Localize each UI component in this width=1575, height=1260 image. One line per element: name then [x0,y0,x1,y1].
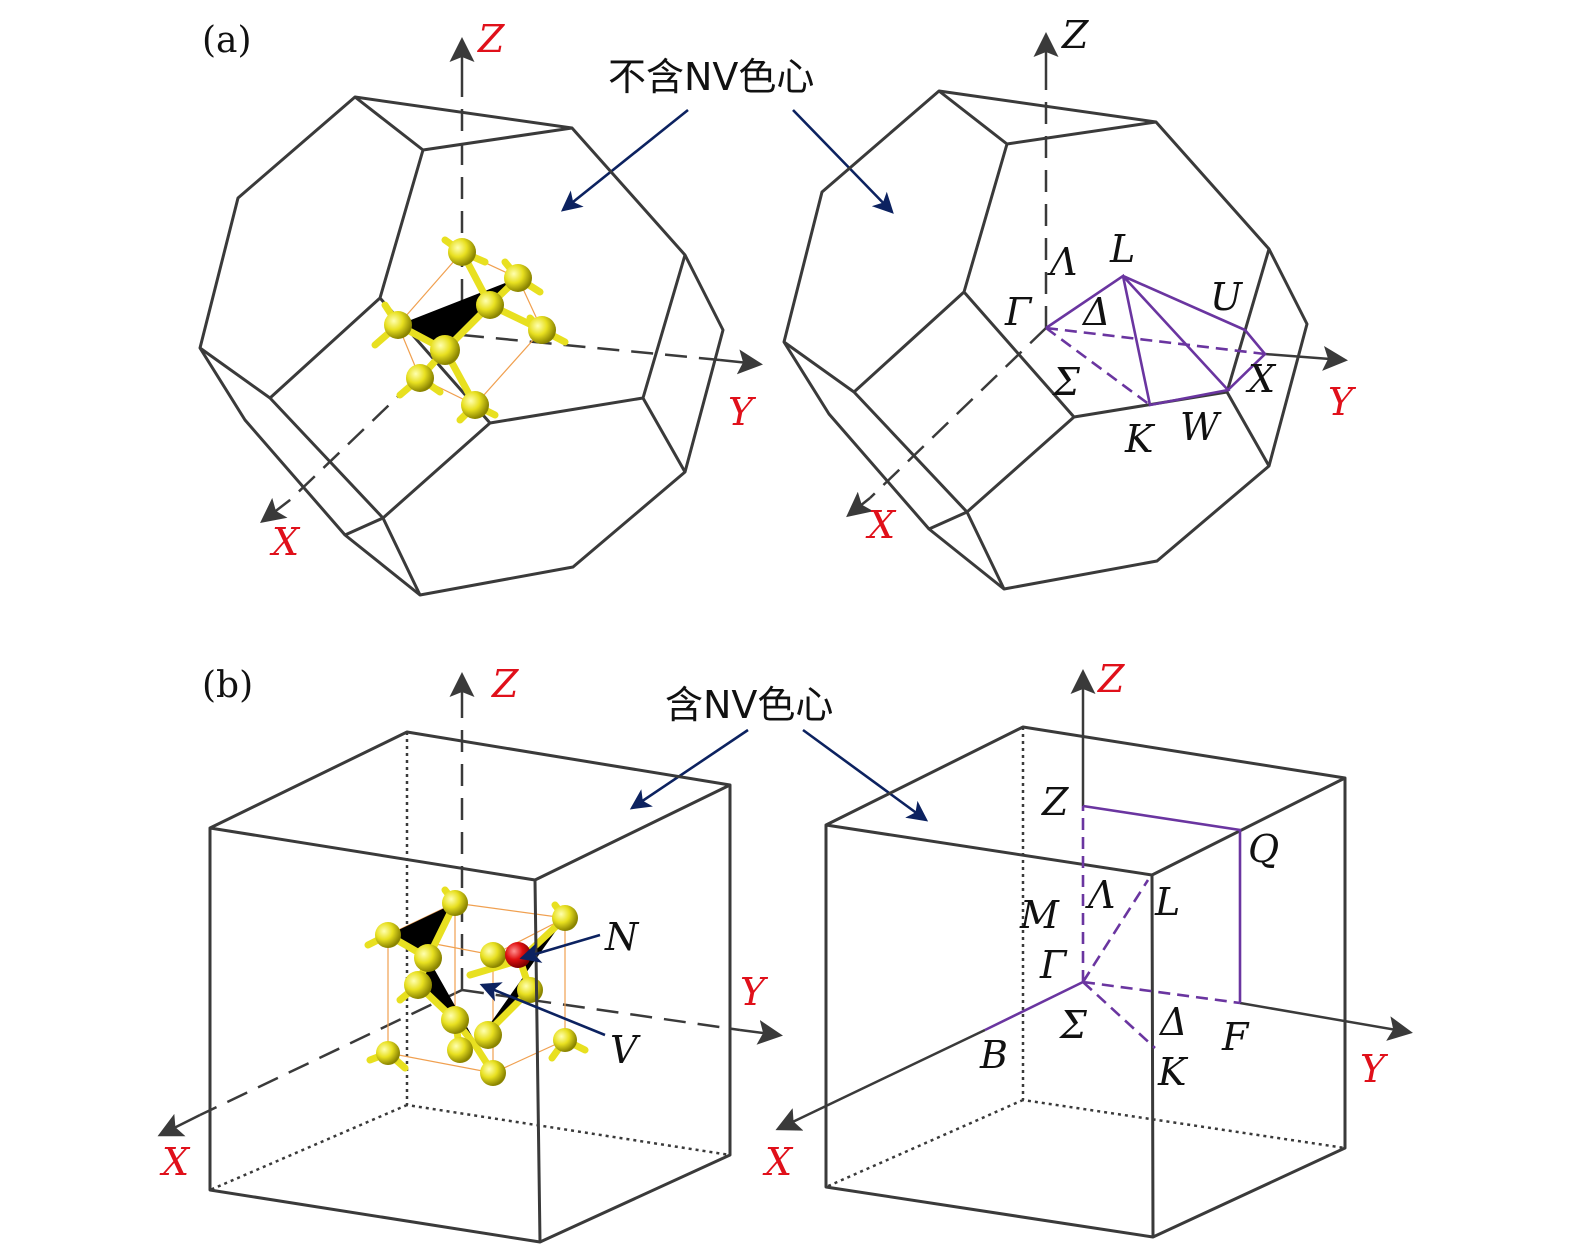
callout-arrow-left [629,728,749,810]
defect-V-label: V [610,1028,641,1072]
point-Q: Q [1248,827,1279,871]
panel-label-b: (b) [202,665,253,706]
axis-x-label: X [269,520,301,564]
supercell-bz-right: Z Y X Z Q Λ L M Γ Σ Δ F B K [762,657,1413,1239]
callout-arrow-right [792,109,894,214]
axis-y-label: Y [740,970,769,1014]
point-L: L [1154,880,1180,924]
point-X: X [1245,357,1277,401]
point-gamma: Γ [1004,290,1033,334]
point-sigma: Σ [1051,360,1081,404]
axis-z-label: Z [1097,657,1125,701]
high-symmetry-path [984,804,1242,1049]
defect-N-label: N [604,915,640,959]
high-symmetry-path [1045,273,1267,407]
vacancy-callout [479,982,606,1037]
point-B: B [979,1033,1008,1077]
nitrogen-callout [519,933,601,963]
axis-z-label: Z [1061,13,1089,57]
axis-z-label: Z [477,17,505,61]
point-sigma: Σ [1058,1003,1088,1047]
point-Z: Z [1041,780,1069,824]
nitrogen-atom [505,942,531,968]
axis-y-label: Y [728,390,757,434]
fcc-bz-left: Z Y X [198,17,763,597]
point-F: F [1221,1015,1250,1059]
panel-label-a: (a) [202,20,252,61]
axis-y-label: Y [1328,380,1357,424]
supercell-left: N V Z Y X [157,662,783,1244]
axis-x-label: X [159,1140,191,1184]
axis-x-label: X [865,503,897,547]
callout-arrow-right [802,728,929,822]
point-L: L [1109,227,1135,271]
axis-x-label: X [762,1140,794,1184]
annotation-with-nv: 含NV色心 [665,683,833,727]
diamond-structure [371,236,569,424]
point-delta: Δ [1081,290,1110,334]
point-K: K [1157,1050,1189,1094]
point-U: U [1210,275,1244,319]
axis-y-label: Y [1360,1047,1389,1091]
point-lambda: Λ [1085,873,1115,917]
point-M: M [1019,893,1060,937]
axis-z-label: Z [491,662,519,706]
point-lambda: Λ [1047,240,1077,284]
nv-supercell-structure [364,886,589,1086]
callout-arrow-left [560,108,689,212]
point-K: K [1124,417,1156,461]
panel-a: (a) 不含NV色心 Z Y X Z Y X Λ L Γ Δ U X Σ K W [198,13,1357,597]
fcc-bz-right: Z Y X Λ L Γ Δ U X Σ K W [782,13,1357,591]
annotation-no-nv: 不含NV色心 [608,55,814,99]
panel-b: (b) 含NV色心 N V Z Y X Z Y X Z Q Λ L M Γ Σ … [157,657,1413,1244]
point-gamma: Γ [1039,943,1068,987]
point-delta: Δ [1158,1000,1187,1044]
point-W: W [1180,405,1222,449]
